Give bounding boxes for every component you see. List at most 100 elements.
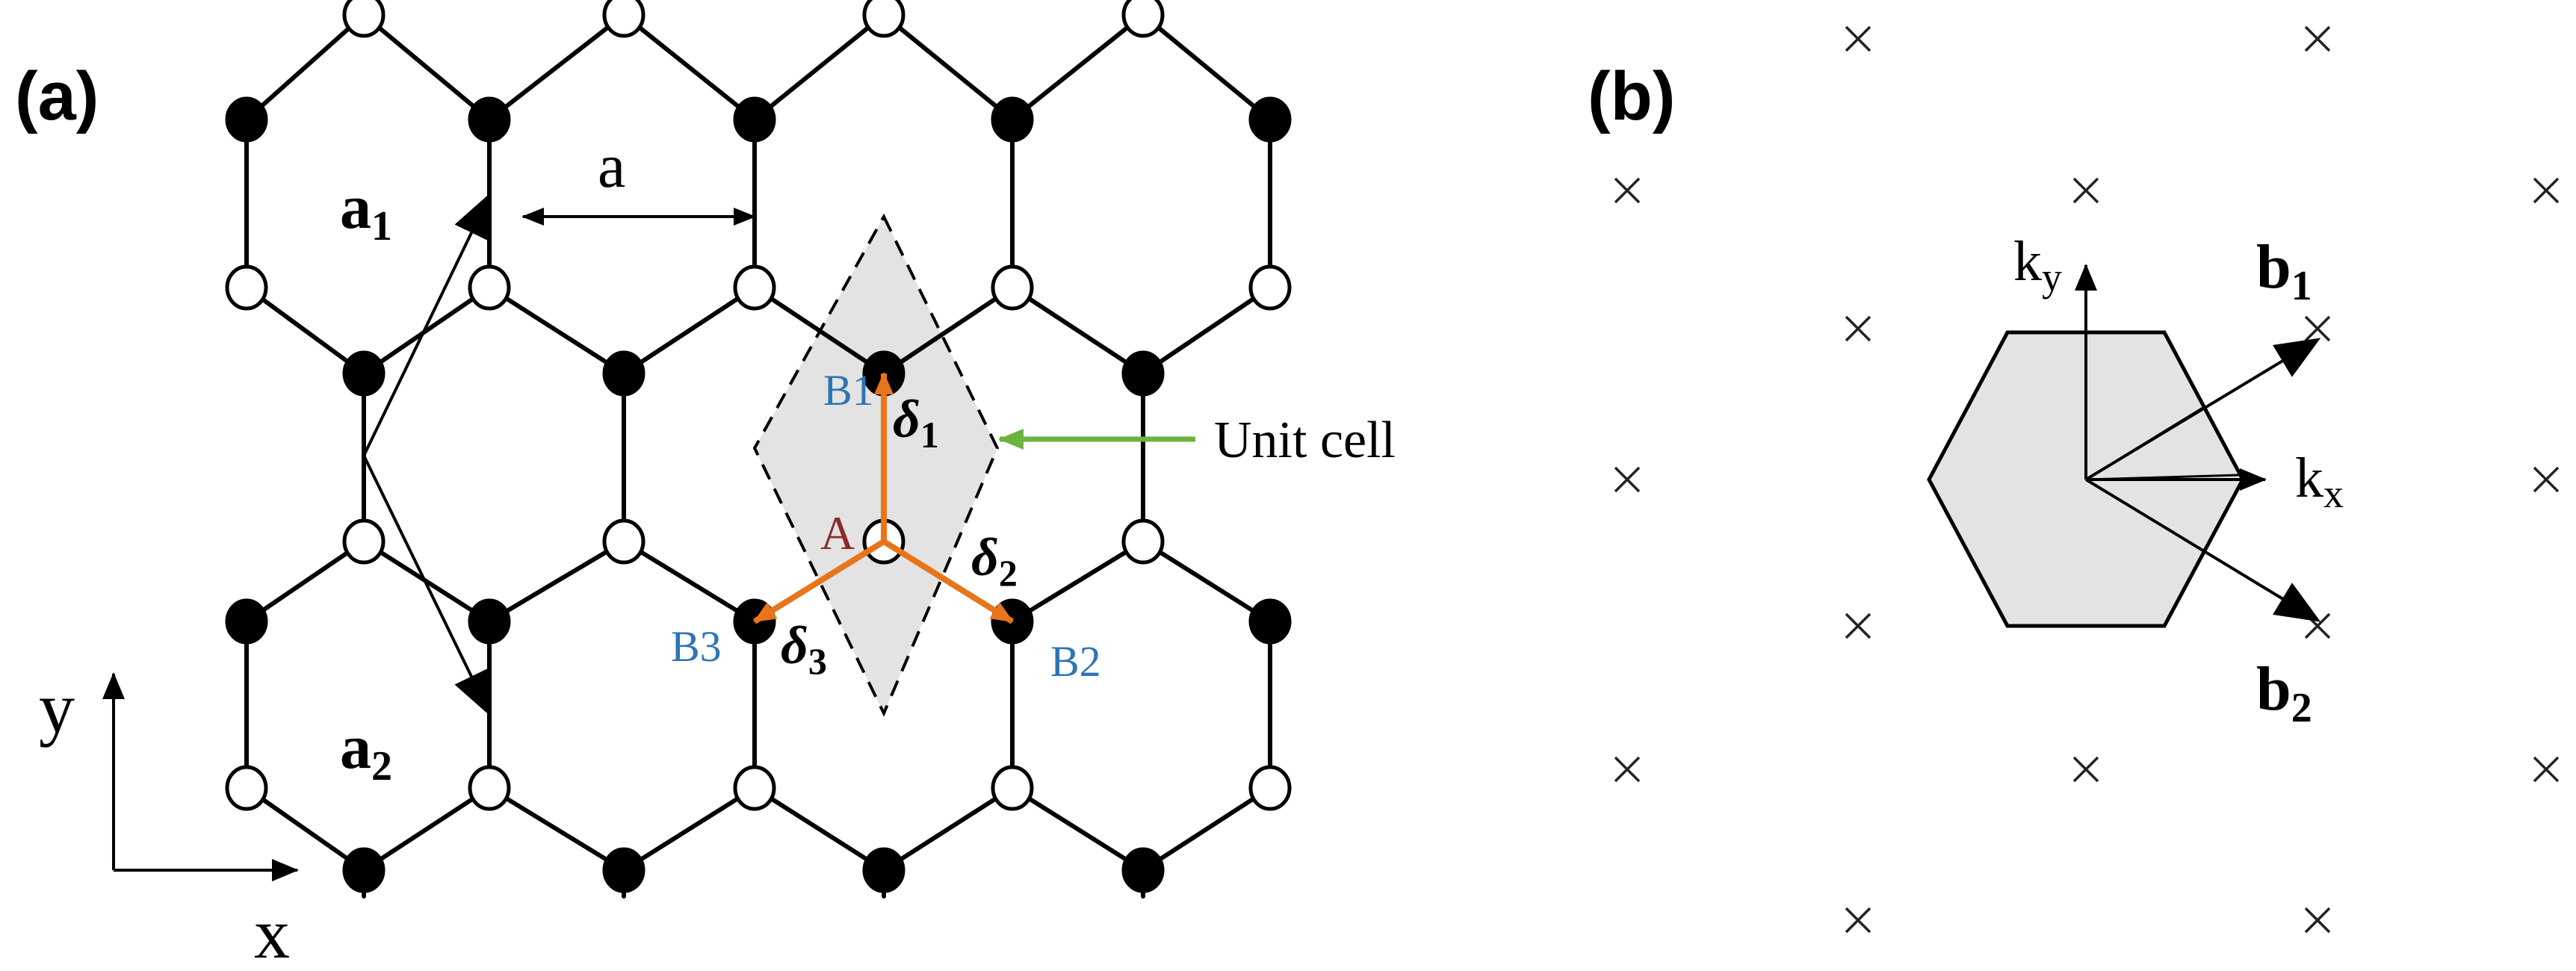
sublattice-b-atom	[602, 350, 645, 397]
bond-diagonal	[752, 285, 886, 376]
reciprocal-lattice-points	[1614, 25, 2560, 934]
delta2-label: δ2	[971, 527, 1018, 594]
kx-label: kx	[2295, 447, 2344, 516]
sublattice-a-atom	[225, 765, 268, 811]
bond-diagonal	[1141, 285, 1272, 376]
sublattice-a-atom	[602, 518, 645, 565]
k-point-line-upper	[2085, 406, 2205, 481]
cross-stroke	[2304, 25, 2331, 52]
sublattice-b-atom	[862, 847, 905, 893]
sublattice-b-atom	[1121, 847, 1165, 893]
bond-diagonal	[1010, 539, 1145, 624]
delta1-sub: 1	[920, 414, 939, 456]
sublattice-a-atom	[862, 0, 905, 38]
reciprocal-lattice-point	[1614, 466, 1641, 493]
ky-sub: y	[2042, 255, 2062, 300]
sublattice-a-atom	[733, 765, 776, 811]
delta2-base: δ	[971, 527, 999, 587]
sublattice-b-atom	[342, 350, 386, 397]
sublattice-b-atom	[342, 847, 386, 893]
cross-stroke	[2304, 907, 2331, 934]
a2-label-base: a	[340, 713, 371, 782]
reciprocal-lattice-point	[1845, 907, 1871, 934]
ky-label: ky	[2013, 230, 2062, 300]
cross-stroke	[2533, 756, 2560, 783]
cross-stroke	[1845, 315, 1871, 342]
cross-stroke	[1845, 25, 1871, 52]
delta3-base: δ	[781, 615, 808, 675]
kx-base: k	[2295, 447, 2323, 509]
a1-label-sub: 1	[371, 203, 392, 249]
bond-diagonal	[622, 539, 757, 624]
reciprocal-lattice-point	[2304, 315, 2331, 342]
cross-stroke	[2533, 466, 2560, 493]
bond-diagonal	[244, 285, 366, 376]
bond-diagonal	[487, 786, 626, 872]
a2-label: a2	[340, 713, 392, 789]
bond-diagonal	[1010, 786, 1145, 872]
bond-diagonal	[244, 786, 366, 872]
bond-diagonal	[622, 13, 757, 122]
panel-a-label: (a)	[15, 58, 99, 134]
sublattice-a-atom	[733, 264, 776, 311]
site-b2-label: B2	[1050, 637, 1101, 686]
reciprocal-lattice-point	[1614, 756, 1641, 783]
reciprocal-lattice-point	[2304, 612, 2331, 639]
sublattice-b-atom	[1121, 350, 1165, 397]
sublattice-b-atom	[991, 96, 1034, 143]
lattice-bonds	[244, 0, 1272, 899]
cross-stroke	[2304, 315, 2331, 342]
reciprocal-lattice-point	[2533, 177, 2560, 204]
bond-diagonal	[487, 539, 626, 624]
bond-diagonal	[1010, 13, 1145, 122]
cross-stroke	[1614, 466, 1641, 493]
sublattice-b-atom	[1248, 96, 1292, 143]
reciprocal-lattice-point	[2072, 177, 2099, 204]
sublattice-b-atom	[602, 847, 645, 893]
sublattice-a-atom	[1121, 518, 1165, 565]
bond-diagonal	[244, 539, 366, 624]
sublattice-a-atom	[225, 264, 268, 311]
delta2-vector	[882, 539, 1015, 624]
bond-diagonal	[882, 786, 1015, 872]
bond-diagonal	[752, 13, 886, 122]
reciprocal-lattice-point	[1845, 612, 1871, 639]
sublattice-a-atom	[1248, 765, 1292, 811]
sublattice-b-atom	[733, 96, 776, 143]
b1-label: b1	[2256, 232, 2312, 309]
panel-b-label: (b)	[1588, 58, 1675, 134]
reciprocal-lattice-point	[2533, 466, 2560, 493]
sublattice-a-atom	[342, 0, 386, 38]
lattice-constant-label: a	[598, 131, 625, 201]
sublattice-a-atom	[991, 264, 1034, 311]
b2-vector	[2084, 478, 2321, 622]
bond-diagonal	[1010, 285, 1145, 376]
sublattice-a-atom	[1248, 264, 1292, 311]
delta1-base: δ	[893, 389, 920, 449]
reciprocal-lattice-point	[2304, 25, 2331, 52]
delta1-label: δ1	[893, 389, 939, 456]
bond-diagonal	[1141, 786, 1272, 872]
cross-stroke	[1614, 177, 1641, 204]
reciprocal-lattice-point	[1614, 177, 1641, 204]
delta3-label: δ3	[781, 615, 827, 682]
cross-stroke	[2304, 612, 2331, 639]
bond-diagonal	[487, 13, 626, 122]
bond-diagonal	[1141, 539, 1272, 624]
bond-diagonal	[487, 285, 626, 376]
sublattice-a-atom	[342, 518, 386, 565]
x-axis-label: x	[254, 893, 290, 971]
bond-diagonal	[362, 786, 492, 872]
a1-vector	[362, 192, 492, 456]
cross-stroke	[2072, 756, 2099, 783]
site-a-label: A	[820, 506, 855, 559]
bond-diagonal	[882, 13, 1015, 122]
reciprocal-lattice-point	[1845, 315, 1871, 342]
b1-base: b	[2256, 232, 2291, 302]
site-b3-label: B3	[671, 622, 722, 671]
a1-label: a1	[340, 173, 392, 249]
sublattice-b-atom	[225, 96, 268, 143]
delta3-vector	[752, 539, 886, 624]
cross-stroke	[1845, 612, 1871, 639]
